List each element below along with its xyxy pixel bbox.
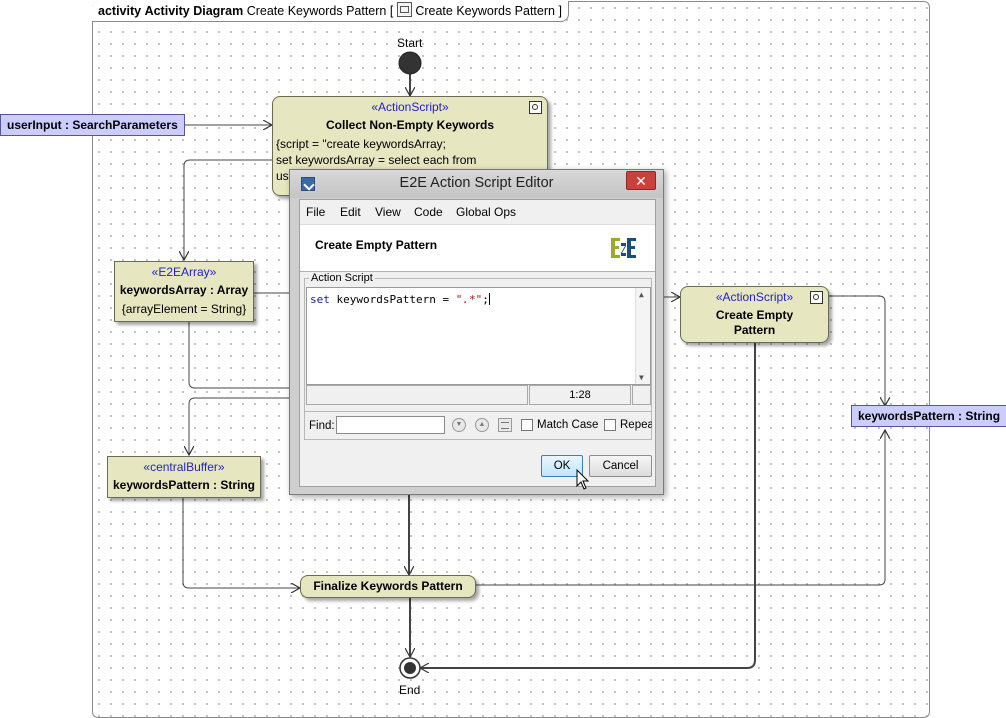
menu-code[interactable]: Code bbox=[414, 205, 443, 219]
output-pin-keywords-pattern[interactable]: keywordsPattern : String bbox=[851, 405, 1006, 427]
initial-node bbox=[398, 51, 422, 75]
dialog-body: File Edit View Code Global Ops Create Em… bbox=[299, 199, 656, 487]
script-editor[interactable]: set keywordsPattern = ".*"; ▲ ▼ bbox=[306, 287, 651, 385]
menu-view[interactable]: View bbox=[375, 205, 401, 219]
scroll-down-icon[interactable]: ▼ bbox=[639, 373, 644, 382]
status-cell-message bbox=[306, 385, 528, 405]
create-empty-name-line1: Create Empty bbox=[715, 308, 794, 322]
ok-button[interactable]: OK bbox=[541, 455, 583, 477]
find-next-icon[interactable]: ▼ bbox=[452, 418, 466, 432]
code-middle: keywordsPattern = bbox=[329, 293, 456, 306]
match-case-checkbox[interactable] bbox=[521, 419, 533, 431]
e2e-logo-icon bbox=[611, 238, 636, 258]
finalize-name: Finalize Keywords Pattern bbox=[313, 579, 463, 593]
repeat-checkbox[interactable] bbox=[604, 419, 616, 431]
end-label: End bbox=[399, 683, 421, 697]
match-case-label: Match Case bbox=[537, 419, 599, 431]
scroll-up-icon[interactable]: ▲ bbox=[639, 290, 644, 299]
diagram-frame-header: activity Activity Diagram Create Keyword… bbox=[92, 1, 569, 22]
collect-script-line3: us bbox=[276, 169, 289, 183]
collect-script-line1: {script = "create keywordsArray; bbox=[276, 137, 446, 151]
menu-bar: File Edit View Code Global Ops bbox=[300, 200, 655, 224]
menu-edit[interactable]: Edit bbox=[340, 205, 361, 219]
frame-title: Create Keywords Pattern [ bbox=[246, 4, 394, 18]
dialog-title: E2E Action Script Editor bbox=[399, 175, 554, 191]
cancel-button[interactable]: Cancel bbox=[589, 455, 652, 477]
code-keyword: set bbox=[310, 293, 330, 306]
edge-finalize-to-output bbox=[476, 430, 885, 586]
action-create-empty-pattern[interactable]: «ActionScript» Create Empty Pattern bbox=[680, 286, 829, 343]
activity-diagram-icon bbox=[397, 2, 413, 17]
buffer-name: keywordsPattern : String bbox=[112, 478, 256, 492]
input-pin-user-input[interactable]: userInput : SearchParameters bbox=[0, 114, 185, 136]
frame-name: Activity Diagram bbox=[144, 4, 244, 18]
repeat-label: Repea bbox=[620, 419, 652, 431]
close-button[interactable]: ✕ bbox=[626, 171, 656, 190]
edge-array-out bbox=[188, 322, 289, 389]
collect-name: Collect Non-Empty Keywords bbox=[325, 118, 495, 132]
edge-buffer-to-finalize bbox=[182, 498, 300, 588]
dialog-header: Create Empty Pattern bbox=[300, 224, 655, 272]
find-previous-icon[interactable]: ▲ bbox=[475, 418, 489, 432]
code-end: ; bbox=[482, 293, 489, 306]
edge-create-to-end bbox=[420, 343, 756, 668]
edge-to-central-buffer bbox=[189, 397, 289, 455]
start-label: Start bbox=[397, 36, 423, 50]
central-buffer-keywords-pattern[interactable]: «centralBuffer» keywordsPattern : String bbox=[107, 456, 261, 498]
action-script-icon bbox=[810, 291, 823, 304]
vertical-scrollbar[interactable]: ▲ ▼ bbox=[635, 288, 650, 384]
action-script-icon bbox=[529, 101, 542, 114]
create-empty-name-line2: Pattern bbox=[733, 323, 776, 337]
array-name: keywordsArray : Array bbox=[119, 283, 249, 297]
mouse-pointer-icon bbox=[576, 469, 590, 490]
action-script-editor-dialog: E2E Action Script Editor ✕ File Edit Vie… bbox=[289, 169, 664, 495]
text-caret bbox=[488, 293, 490, 305]
final-node-inner bbox=[404, 662, 416, 674]
object-keywords-array[interactable]: «E2EArray» keywordsArray : Array {arrayE… bbox=[114, 261, 254, 322]
editor-status-bar: 1:28 bbox=[306, 385, 651, 405]
header-title: Create Empty Pattern bbox=[315, 238, 438, 252]
array-stereotype: «E2EArray» bbox=[151, 265, 217, 279]
status-cell-extra bbox=[632, 385, 651, 405]
menu-global-ops[interactable]: Global Ops bbox=[456, 205, 517, 219]
code-line: set keywordsPattern = ".*"; bbox=[310, 293, 490, 306]
find-bar: Find: ▼ ▲ Match Case Repea bbox=[304, 412, 652, 440]
frame-keyword: activity bbox=[98, 4, 142, 18]
action-finalize-keywords-pattern[interactable]: Finalize Keywords Pattern bbox=[300, 575, 476, 598]
code-string: ".*" bbox=[455, 293, 483, 306]
action-script-label: Action Script bbox=[309, 272, 375, 284]
create-empty-stereotype: «ActionScript» bbox=[715, 290, 794, 304]
cursor-position: 1:28 bbox=[529, 385, 631, 405]
frame-bracket-close: ] bbox=[558, 4, 562, 18]
edge-collect-to-array bbox=[184, 159, 290, 260]
menu-file[interactable]: File bbox=[306, 205, 326, 219]
find-label: Find: bbox=[309, 420, 335, 432]
array-constraint: {arrayElement = String} bbox=[121, 302, 247, 316]
collect-script-line2: set keywordsArray = select each from bbox=[276, 153, 477, 167]
find-input[interactable] bbox=[336, 416, 445, 434]
edge-create-to-output bbox=[829, 295, 885, 406]
find-all-icon[interactable] bbox=[498, 418, 512, 432]
action-script-group: Action Script set keywordsPattern = ".*"… bbox=[304, 272, 652, 412]
frame-diagram-label: Create Keywords Pattern bbox=[415, 4, 555, 18]
app-icon bbox=[301, 177, 315, 191]
buffer-stereotype: «centralBuffer» bbox=[143, 460, 225, 474]
collect-stereotype: «ActionScript» bbox=[371, 100, 449, 114]
dialog-title-bar[interactable]: E2E Action Script Editor ✕ bbox=[290, 170, 663, 198]
